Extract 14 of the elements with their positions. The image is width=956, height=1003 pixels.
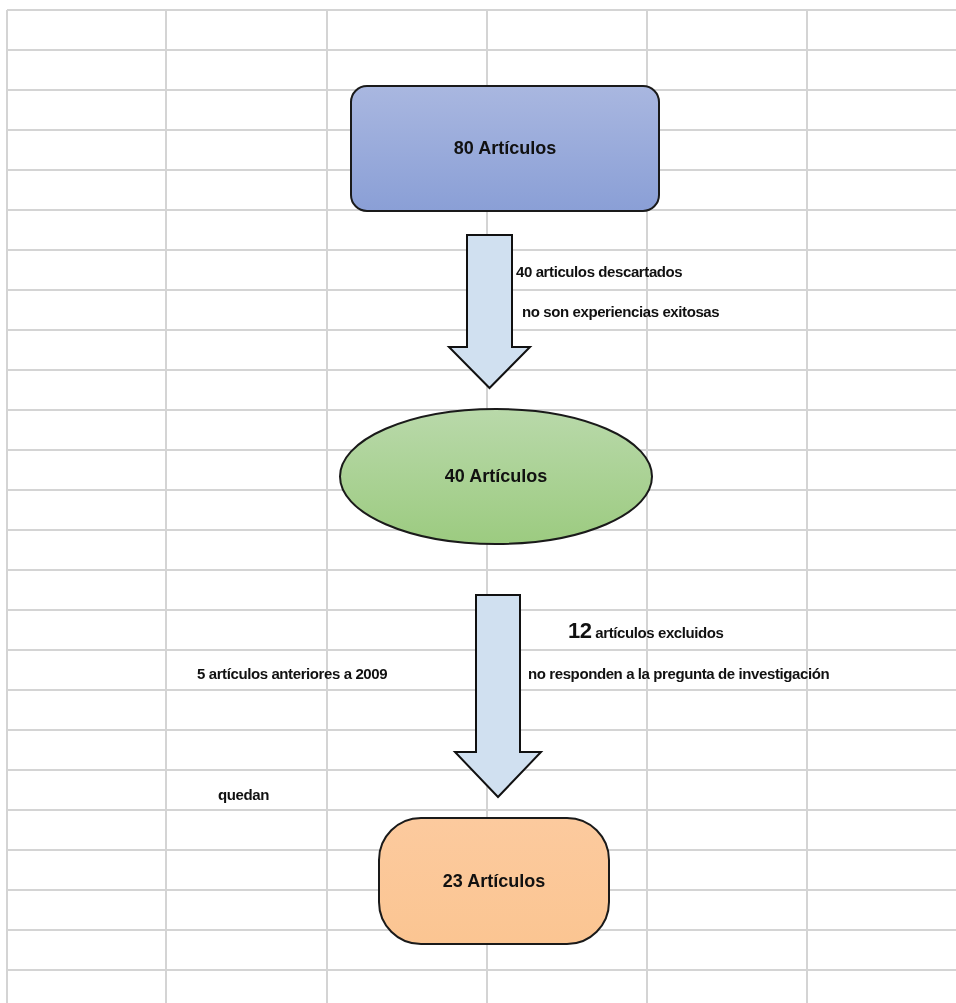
block-arrow	[446, 234, 533, 390]
node-label: 23 Artículos	[442, 870, 546, 892]
node-label: 40 Artículos	[444, 466, 548, 487]
node-label: 80 Artículos	[453, 138, 557, 159]
process-box	[350, 85, 660, 212]
annotation-text: quedan	[218, 786, 269, 804]
block-arrow	[452, 594, 544, 799]
annotation-text: 40 articulos descartados	[516, 263, 683, 281]
ellipse-node	[339, 408, 653, 545]
annotation-text: no son experiencias exitosas	[522, 303, 720, 321]
terminal-box	[378, 817, 610, 945]
annotation-text: 5 artículos anteriores a 2009	[197, 665, 388, 683]
annotation-text: 12 artículos excluidos	[568, 622, 724, 642]
annotation-text: no responden a la pregunta de investigación	[528, 665, 830, 683]
